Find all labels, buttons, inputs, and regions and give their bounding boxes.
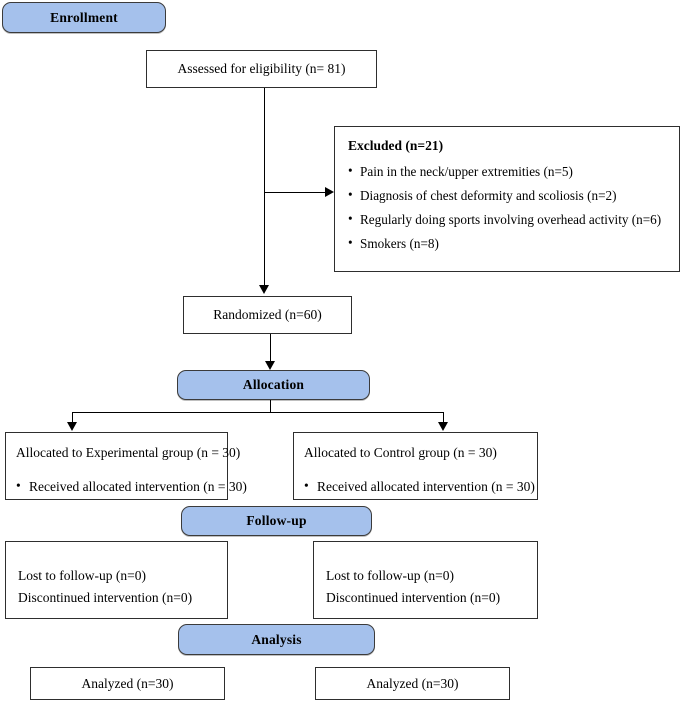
connector-allocation-left-drop [72,412,73,423]
box-analyzed-experimental: Analyzed (n=30) [30,667,225,700]
connector-randomized-to-allocation [270,334,271,361]
spacer [304,465,529,475]
allocated-experimental-label: Allocated to Experimental group (n = 30) [16,445,241,460]
received-intervention-experimental: Received allocated intervention (n = 30) [16,476,247,497]
stage-banner-followup: Follow-up [181,506,372,536]
list-item: Pain in the neck/upper extremities (n=5) [348,161,668,181]
arrowhead-experimental-allocation [67,422,77,431]
box-followup-experimental: Lost to follow-up (n=0) Discontinued int… [5,541,228,619]
discontinued-intervention-experimental: Discontinued intervention (n=0) [18,589,193,605]
arrowhead-excluded [325,187,334,197]
box-analyzed-control: Analyzed (n=30) [315,667,510,700]
box-assessed-for-eligibility: Assessed for eligibility (n= 81) [146,50,377,88]
discontinued-intervention-control: Discontinued intervention (n=0) [326,589,501,605]
list-item: Diagnosis of chest deformity and scolios… [348,185,668,205]
stage-banner-analysis: Analysis [178,624,375,655]
connector-trunk-to-excluded [264,192,325,193]
box-allocated-experimental: Allocated to Experimental group (n = 30)… [5,432,247,500]
spacer [16,465,219,475]
lost-to-followup-control: Lost to follow-up (n=0) [326,568,454,583]
allocated-control-label: Allocated to Control group (n = 30) [304,445,497,460]
list-item: Regularly doing sports involving overhea… [348,209,668,229]
stage-banner-allocation: Allocation [177,370,370,400]
received-intervention-control: Received allocated intervention (n = 30) [304,476,535,497]
box-excluded: Excluded (n=21) Pain in the neck/upper e… [334,126,680,272]
arrowhead-allocation [265,361,275,370]
connector-allocation-right-drop [443,412,444,423]
arrowhead-control-allocation [438,422,448,431]
lost-to-followup-experimental: Lost to follow-up (n=0) [18,568,146,583]
arrowhead-randomized [259,285,269,294]
box-allocated-control: Allocated to Control group (n = 30) Rece… [293,432,538,500]
box-followup-control: Lost to follow-up (n=0) Discontinued int… [313,541,538,619]
connector-allocation-split [72,412,443,413]
list-item: Smokers (n=8) [348,233,668,253]
box-randomized: Randomized (n=60) [183,296,352,334]
connector-allocation-stem [270,400,271,412]
stage-banner-enrollment: Enrollment [2,2,166,33]
connector-assessed-to-randomized [264,88,265,285]
excluded-reason-list: Pain in the neck/upper extremities (n=5)… [348,161,668,254]
excluded-title: Excluded (n=21) [348,138,444,153]
